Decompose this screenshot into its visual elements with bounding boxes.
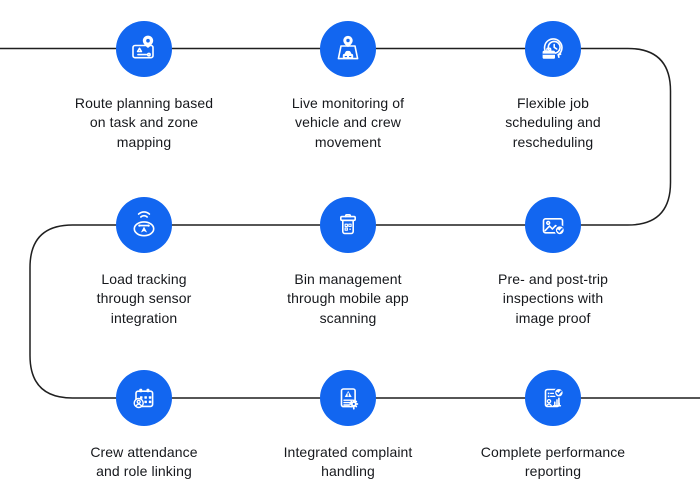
step-label: Route planning based on task and zone ma… [74,95,214,150]
step-complaint-handling: Integrated complaint handling [253,370,443,482]
step-label: Live monitoring of vehicle and crew move… [291,95,405,150]
step-bubble [116,370,172,426]
calendar-person-icon [133,388,154,409]
step-bubble [320,197,376,253]
step-flexible-scheduling: Flexible job scheduling and rescheduling [458,21,648,152]
step-crew-attendance: Crew attendance and role linking [49,370,239,482]
step-bubble [116,197,172,253]
step-bubble [525,370,581,426]
vehicle-location-pin-icon [337,35,359,60]
step-bubble [116,21,172,77]
step-label: Pre- and post-trip inspections with imag… [498,271,608,326]
route-map-pin-icon [132,35,154,59]
step-trip-inspections: Pre- and post-trip inspections with imag… [458,197,648,328]
step-load-tracking: Load tracking through sensor integration [49,197,239,328]
step-bubble [525,21,581,77]
step-label: Complete performance reporting [480,444,626,480]
step-performance-reporting: Complete performance reporting [458,370,648,482]
step-bubble [320,21,376,77]
step-bubble [320,370,376,426]
step-label: Flexible job scheduling and rescheduling [505,95,601,150]
step-label: Integrated complaint handling [283,444,413,480]
document-alert-gear-icon [340,388,359,410]
step-label: Crew attendance and role linking [90,444,198,480]
step-bin-management: Bin management through mobile app scanni… [253,197,443,328]
load-sensor-wifi-icon [133,211,155,237]
step-route-planning: Route planning based on task and zone ma… [49,21,239,152]
report-check-chart-icon [544,387,565,408]
image-check-icon [542,218,566,236]
step-live-monitoring: Live monitoring of vehicle and crew move… [253,21,443,152]
briefcase-clock-reschedule-icon [542,38,563,59]
step-label: Load tracking through sensor integration [96,271,192,326]
step-bubble [525,197,581,253]
bin-qr-scan-icon [340,214,356,235]
step-label: Bin management through mobile app scanni… [287,271,409,326]
